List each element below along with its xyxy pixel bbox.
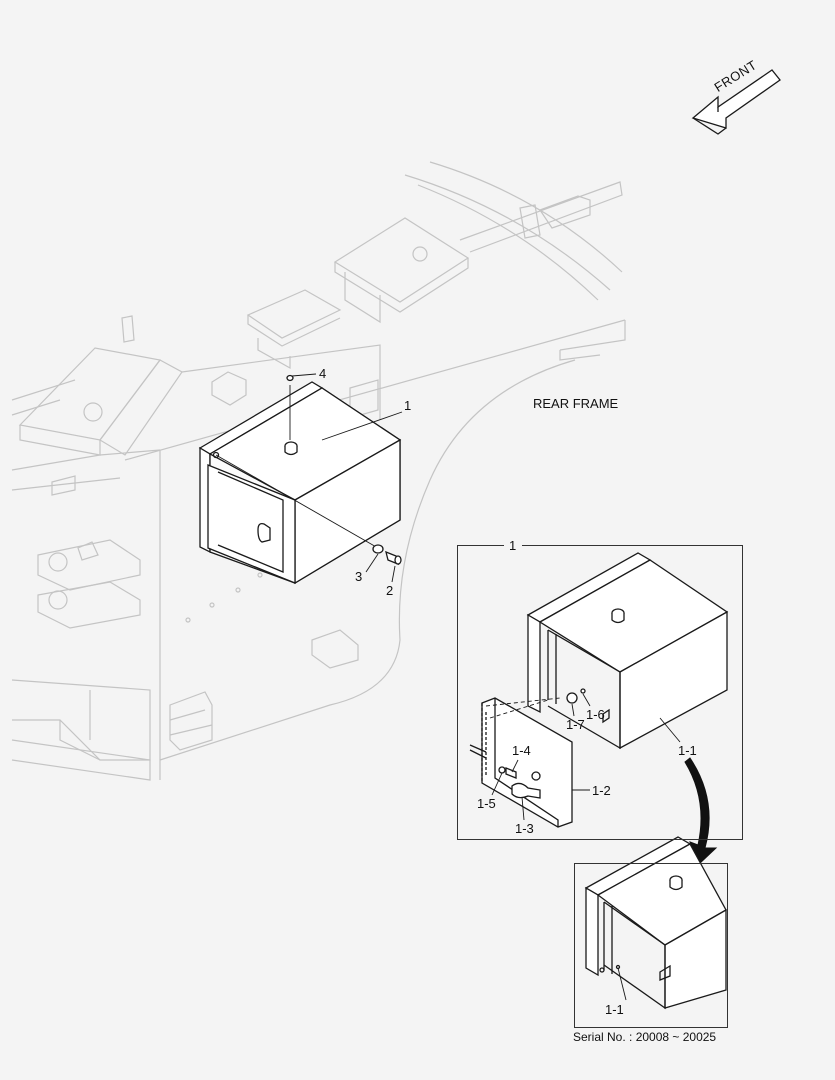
callout-1-4: 1-4: [512, 743, 531, 758]
front-direction-arrow-icon: [691, 69, 781, 135]
detail-title-gap: [504, 540, 522, 550]
callout-3: 3: [355, 569, 363, 584]
callout-1: 1: [404, 398, 412, 413]
rear-frame-ghost: [11, 161, 626, 781]
callout-1-3: 1-3: [515, 821, 534, 836]
callout-1-5: 1-5: [477, 796, 496, 811]
callout-1-1: 1-1: [678, 743, 697, 758]
detail-frame: [457, 545, 743, 840]
bolt-washer-assembly: [215, 374, 402, 566]
callout-1-6: 1-6: [586, 707, 605, 722]
callout-2: 2: [386, 583, 394, 598]
rear-frame-label: REAR FRAME: [533, 396, 619, 411]
detail-title: 1: [509, 538, 517, 553]
callout-1-7: 1-7: [566, 717, 585, 732]
variant-frame: [574, 863, 728, 1028]
callout-1-2: 1-2: [592, 783, 611, 798]
variant-callout-1-1: 1-1: [605, 1002, 624, 1017]
callout-4: 4: [319, 366, 327, 381]
detail-exploded-toolbox: [469, 552, 729, 828]
serial-number-note: Serial No. : 20008 ~ 20025: [573, 1030, 717, 1044]
leader-lines-main: [291, 373, 403, 583]
variant-toolbox: [584, 836, 727, 1010]
toolbox-main: [198, 381, 402, 585]
